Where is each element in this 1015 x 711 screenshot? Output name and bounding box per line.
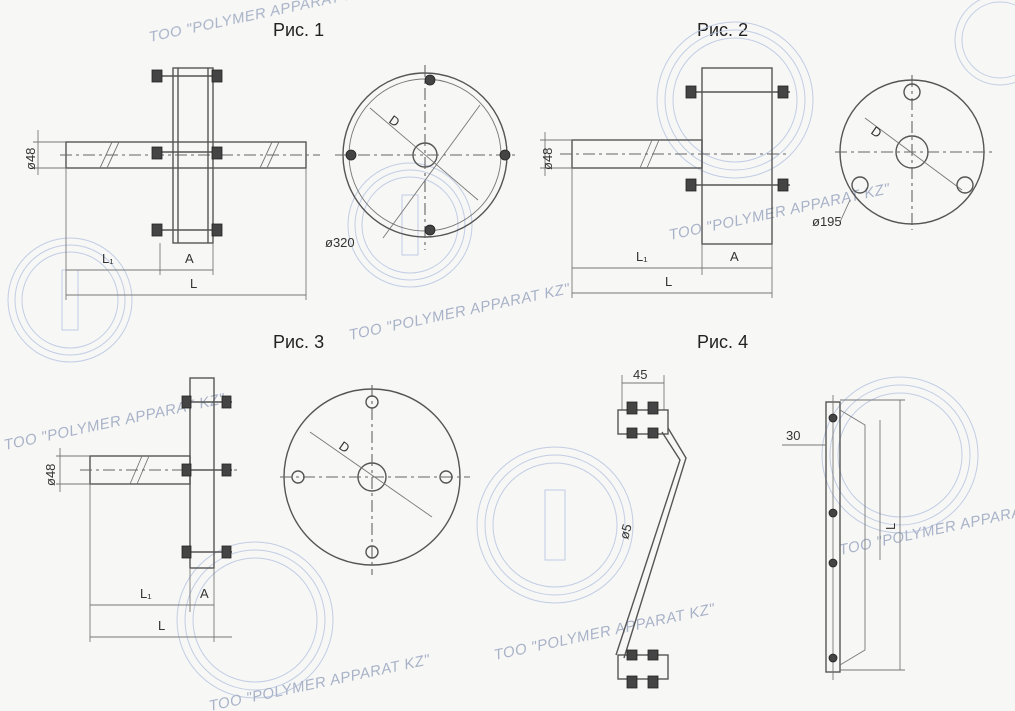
watermark-seal-7 [954, 0, 1015, 86]
figure-2-side-view: ø48 L₁ A L [540, 67, 790, 298]
fig1-l1-label: L₁ [102, 251, 114, 266]
figure-1-caption: Рис. 1 [273, 20, 325, 40]
figure-1-side-view: ø48 L₁ A L [23, 67, 320, 300]
figure-4-caption: Рис. 4 [697, 332, 749, 352]
fig4-angle-diameter-label: ø5 [616, 522, 634, 541]
watermark-seal-1 [7, 237, 133, 363]
figure-4-bracket-front: 30 L [782, 395, 905, 680]
figure-3-flange-view: D [280, 385, 470, 575]
figure-3-side-view: ø48 L₁ A L [43, 377, 240, 642]
fig1-a-label: A [185, 251, 194, 266]
fig4-offset-label: 30 [786, 428, 800, 443]
fig4-width-label: 45 [633, 367, 647, 382]
watermark-text-5: TOO "POLYMER APPARAT KZ" [492, 600, 717, 664]
fig3-l1-label: L₁ [140, 586, 152, 601]
fig3-d-label: D [336, 438, 352, 456]
fig2-d-label: D [868, 123, 884, 141]
figure-3-caption: Рис. 3 [273, 332, 325, 352]
figure-4-bracket-side: 45 ø5 [615, 367, 687, 689]
watermark-text-7: TOO "POLYMER APPARAT KZ" [207, 651, 432, 711]
watermark-text-2: TOO "POLYMER APPARAT KZ" [347, 280, 572, 344]
watermark-text-3: TOO "POLYMER APPARAT KZ" [2, 390, 227, 454]
figure-1-flange-view: D ø320 [325, 65, 518, 250]
fig1-l-label: L [190, 276, 197, 291]
watermark-seal-3 [656, 21, 814, 179]
fig2-pipe-diameter-label: ø48 [540, 148, 555, 170]
fig1-pipe-diameter-label: ø48 [23, 148, 38, 170]
fig4-l-label: L [883, 523, 898, 530]
fig1-flange-diameter-label: ø320 [325, 235, 355, 250]
fig3-pipe-diameter-label: ø48 [43, 464, 58, 486]
watermark-seal-5 [176, 541, 334, 699]
fig2-l-label: L [665, 274, 672, 289]
watermark-seal-4 [476, 446, 634, 604]
fig2-l1-label: L₁ [636, 249, 648, 264]
fig2-flange-diameter-label: ø195 [812, 214, 842, 229]
fig1-d-label: D [386, 112, 402, 130]
fig3-l-label: L [158, 618, 165, 633]
watermark-text-1: TOO "POLYMER APPARAT KZ" [147, 0, 372, 46]
fig3-a-label: A [200, 586, 209, 601]
fig2-a-label: A [730, 249, 739, 264]
watermark-seal-2 [347, 162, 473, 288]
